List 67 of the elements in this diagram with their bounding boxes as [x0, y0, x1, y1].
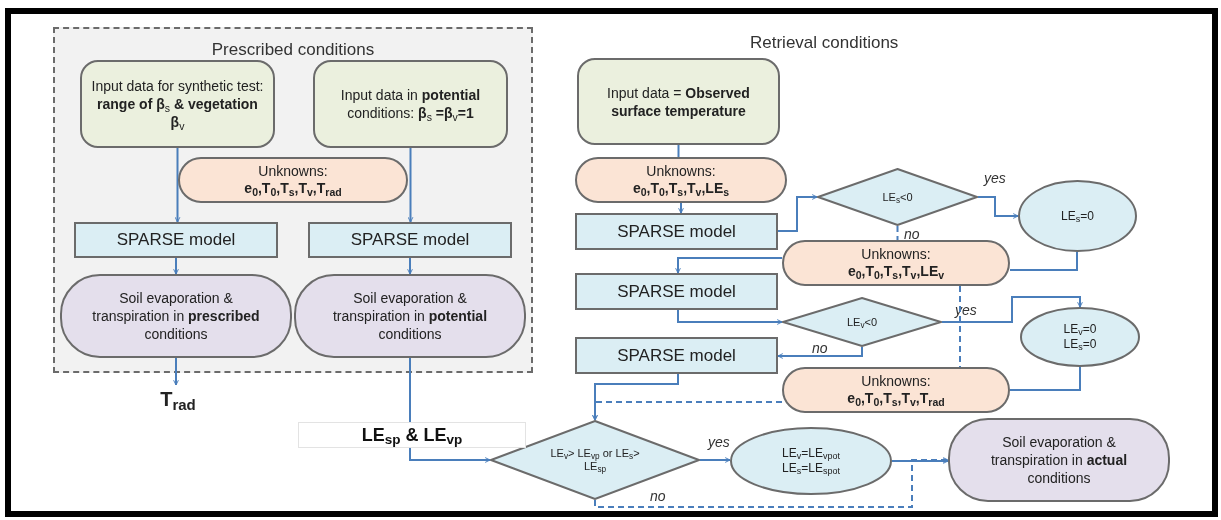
node-text: e$_{0}$,T$_{0}$,T$_{s}$,T$_{v}$,T$_{rad}$ — [847, 390, 945, 407]
connector-line — [1009, 366, 1081, 391]
arrow — [777, 194, 818, 232]
process-box — [575, 273, 778, 310]
node-heading: Unknowns: — [646, 163, 716, 180]
edge-label: LE$_{sp}$ & LE$_{vp}$ — [298, 422, 526, 448]
arrow — [407, 147, 414, 223]
node-text: SPARSE model — [350, 229, 470, 252]
node-text: Soil evaporation & transpiration in potential conditions — [331, 289, 489, 343]
arrow — [173, 357, 179, 386]
node-text: e$_{0}$,T$_{0}$,T$_{s}$,T$_{v}$,T$_{rad}$ — [244, 180, 342, 197]
node-text: SPARSE model — [116, 229, 236, 252]
node-text: SPARSE model — [617, 344, 736, 367]
edge-label: yes — [708, 433, 730, 452]
node-heading: Unknowns: — [861, 246, 931, 263]
arrow — [594, 457, 949, 508]
node-text: e$_{0}$,T$_{0}$,T$_{s}$,T$_{v}$,LE$_{v}$ — [847, 263, 945, 280]
unknowns-box — [178, 157, 408, 203]
arrow — [174, 147, 181, 223]
node-text: e$_{0}$,T$_{0}$,T$_{s}$,T$_{v}$,LE$_{s}$ — [632, 180, 730, 197]
node-text: T$_{rad}$ — [160, 387, 196, 411]
node-text: LE$_{s}$=0 — [1063, 337, 1097, 352]
edge-label: yes — [955, 301, 977, 320]
node-text: SPARSE model — [617, 220, 736, 243]
unknowns-box — [782, 367, 1010, 413]
input-box — [313, 60, 508, 148]
node-text: LE$_{s}$=LE$_{spot}$ — [782, 461, 840, 476]
group-panel — [53, 27, 533, 373]
input-box — [577, 58, 780, 145]
edge-label: no — [812, 339, 828, 358]
node-text: SPARSE model — [617, 280, 736, 303]
connector-line — [959, 285, 961, 368]
connector-line — [1009, 251, 1078, 271]
node-heading: Unknowns: — [258, 163, 328, 180]
arrow — [677, 309, 783, 325]
section-heading: Retrieval conditions — [750, 32, 899, 54]
arrow — [675, 257, 783, 274]
process-box — [308, 222, 512, 258]
node-text: Input data for synthetic test: range of β$_{s}$ & vegetation β$_{v}$ — [90, 77, 265, 131]
edge-label: no — [650, 487, 666, 506]
unknowns-box — [782, 240, 1010, 286]
arrow — [777, 346, 863, 359]
node-text: LE$_{s}$<0 — [882, 190, 913, 204]
node-text: Input data in potential conditions: β$_{s}$ =β$_{v}$=1 — [339, 86, 482, 122]
node-text: Input data = Observed surface temperature — [606, 83, 751, 120]
node-text: Soil evaporation & transpiration in actual conditions — [989, 433, 1129, 487]
arrow — [941, 296, 1083, 323]
group-title: Prescribed conditions — [211, 39, 375, 61]
node-text: Soil evaporation & transpiration in prescribed conditions — [91, 289, 261, 343]
process-box — [575, 337, 778, 374]
edge-label: no — [904, 225, 920, 244]
node-text: LE$_{v}$=0 — [1063, 322, 1097, 337]
input-box — [80, 60, 275, 148]
node-text: LE$_{s}$=0 — [1061, 208, 1094, 224]
node-text: LE$_{v}$<0 — [846, 315, 878, 329]
process-box — [575, 213, 778, 250]
edge-label: yes — [984, 169, 1006, 188]
connector-line — [677, 144, 680, 158]
process-box — [74, 222, 278, 258]
arrow — [699, 457, 731, 463]
arrow — [592, 401, 783, 421]
node-heading: Unknowns: — [861, 373, 931, 390]
connector-line — [896, 225, 899, 241]
node-text: LE$_{v}$=LE$_{vpot}$ — [782, 446, 840, 461]
node-text: LE$_{v}$> LE$_{vp}$ or LE$_{s}$> LE$_{sp}$ — [549, 447, 641, 473]
arrow — [977, 196, 1019, 219]
unknowns-box — [575, 157, 787, 203]
